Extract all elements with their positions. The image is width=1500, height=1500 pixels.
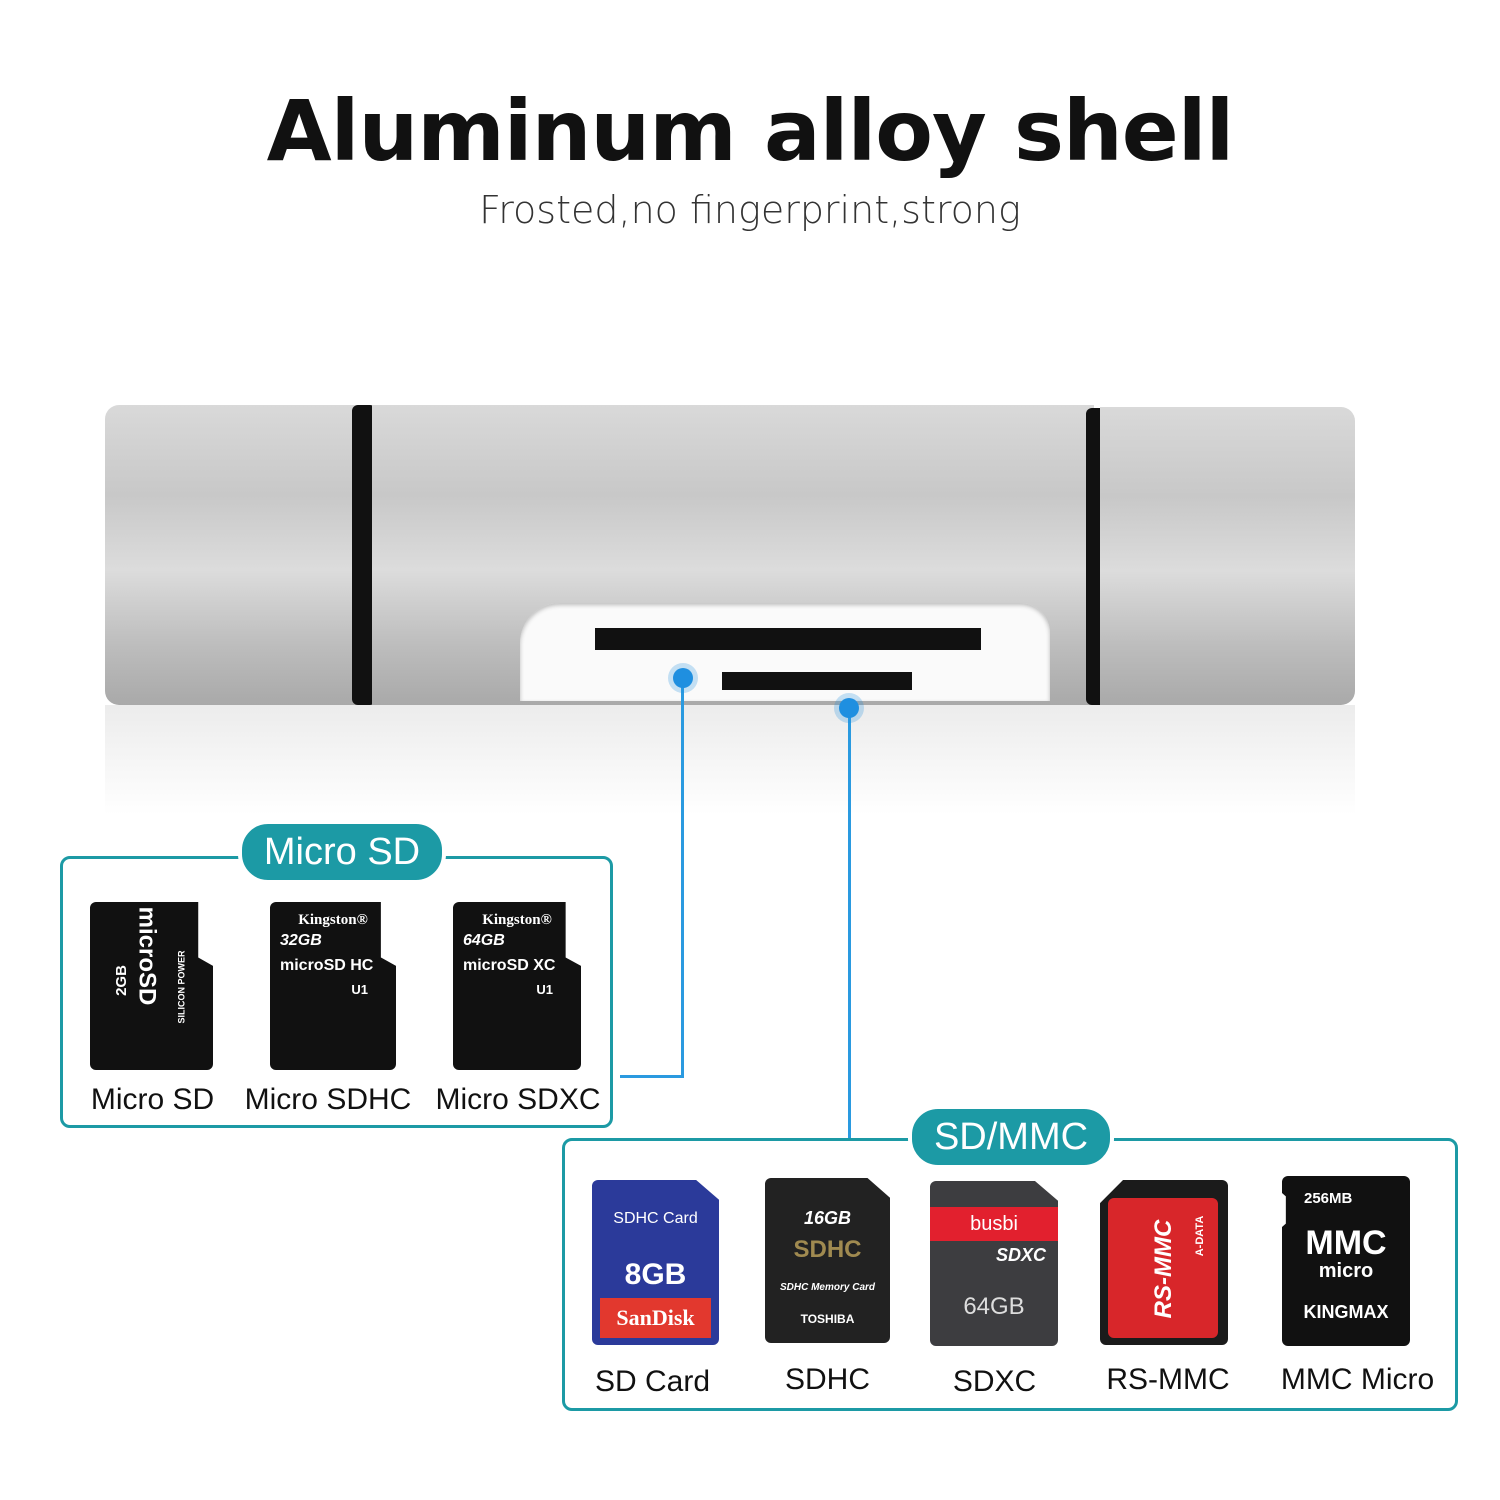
card-label: Micro SDHC — [244, 1083, 412, 1116]
rs-mmc-card-image: RS-MMC A-DATA — [1100, 1180, 1228, 1345]
left-cap — [105, 405, 360, 705]
card-label: SDHC — [784, 1363, 870, 1396]
micro-sd-badge: Micro SD — [238, 820, 446, 884]
sd-slot-marker-icon — [839, 698, 859, 718]
connector-line-micro — [681, 678, 684, 1078]
sd-card-image: SDHC Card 8GB SanDisk — [592, 1180, 719, 1345]
card-label: SDXC — [952, 1365, 1037, 1398]
device-reflection — [105, 705, 1355, 815]
micro-sdhc-card-image: Kingston® 32GB microSD HC U1 — [270, 902, 396, 1070]
card-label: Micro SDXC — [435, 1083, 601, 1116]
card-label: MMC Micro — [1280, 1363, 1435, 1396]
mmc-micro-card-image: 256MB MMC micro KINGMAX — [1282, 1176, 1410, 1346]
connector-line-micro-h — [620, 1075, 684, 1078]
micro-slot-marker-icon — [673, 668, 693, 688]
card-label: Micro SD — [90, 1083, 215, 1116]
sd-slot — [595, 628, 981, 650]
micro-sdxc-card-image: Kingston® 64GB microSD XC U1 — [453, 902, 581, 1070]
page-subtitle: Frosted,no fingerprint,strong — [479, 188, 1021, 232]
card-label: RS-MMC — [1106, 1363, 1230, 1396]
sdhc-card-image: 16GB SDHC SDHC Memory Card TOSHIBA — [765, 1178, 890, 1343]
micro-sd-slot — [722, 672, 912, 690]
connector-line-sd — [848, 708, 851, 1138]
micro-sd-card-image: 2GB microSD SILICON POWER — [90, 902, 213, 1070]
sdxc-card-image: busbi SDXC 64GB — [930, 1181, 1058, 1346]
page-title: Aluminum alloy shell — [266, 82, 1235, 180]
right-cap — [1100, 407, 1355, 705]
sd-mmc-badge: SD/MMC — [908, 1105, 1114, 1169]
card-label: SD Card — [594, 1365, 711, 1398]
